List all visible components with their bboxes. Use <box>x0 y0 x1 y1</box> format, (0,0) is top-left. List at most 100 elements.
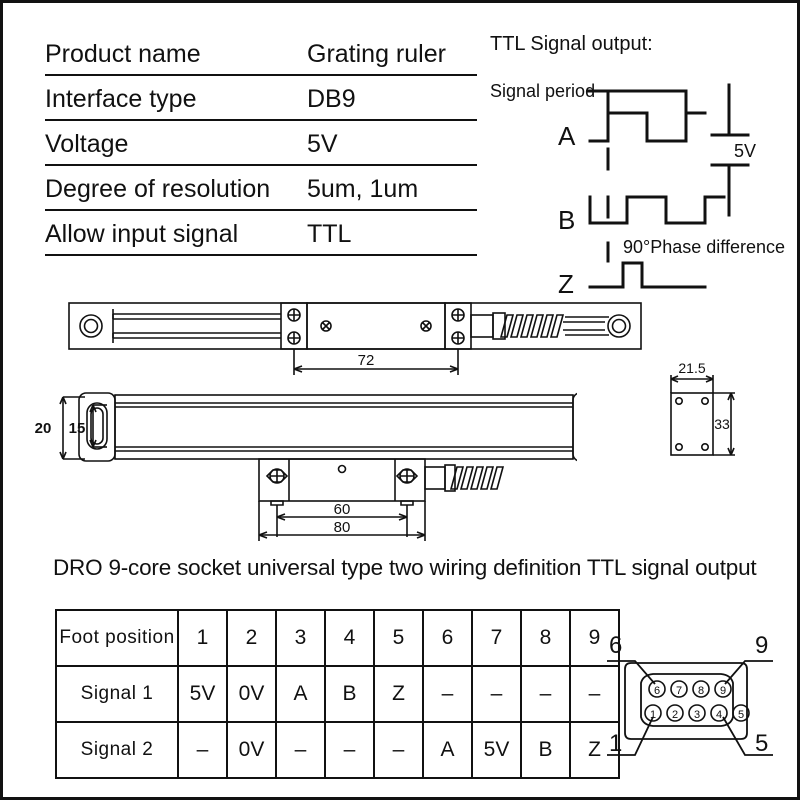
flange-screw-3-cross <box>452 309 464 321</box>
signal-cell: – <box>569 665 620 723</box>
scale-body-outline <box>68 302 642 350</box>
db9-pin-7: 7 <box>670 680 688 698</box>
dim15-arrow-bot <box>89 439 97 448</box>
endcap-hole-bl <box>674 443 683 452</box>
signal-cell: – <box>275 721 326 779</box>
spec-key: Voltage <box>45 130 129 158</box>
db9-corner-label-top-left: 6 <box>609 632 622 659</box>
channel-a-label: A <box>558 121 576 151</box>
svg-text:5: 5 <box>738 709 744 721</box>
amplitude-label: 5V <box>734 141 756 161</box>
dim-21-5-label: 21.5 <box>678 360 705 376</box>
svg-text:6: 6 <box>654 685 660 697</box>
spec-value: Grating ruler <box>307 40 446 68</box>
hex-bolt-right <box>395 468 419 484</box>
db9-bottom-row-pins: 1 2 3 4 5 <box>644 704 750 722</box>
endcap-hole-br <box>700 443 709 452</box>
db9-pin-4: 4 <box>710 704 728 722</box>
signal-cell: 0V <box>226 665 277 723</box>
signal-cell: 5V <box>471 721 522 779</box>
front-cable-spring <box>449 466 505 490</box>
signal-cell: B <box>520 721 571 779</box>
ttl-title: TTL Signal output: <box>490 33 653 55</box>
signal-cell: – <box>520 665 571 723</box>
grating-ruler-top-view: 72 <box>68 302 642 375</box>
signal-cell: – <box>471 665 522 723</box>
row-header: Signal 2 <box>55 721 179 779</box>
channel-z-label: Z <box>558 269 574 297</box>
pin-number-cell: 4 <box>324 609 375 667</box>
signal-cell: 5V <box>177 665 228 723</box>
waveform-b <box>588 195 726 225</box>
scale-bar-outline <box>114 394 574 460</box>
pin-number-cell: 7 <box>471 609 522 667</box>
waveform-z <box>588 261 707 289</box>
reader-bolt-left-cross <box>321 321 331 331</box>
hex-bolt-left <box>265 468 289 484</box>
spec-row: Degree of resolution 5um, 1um <box>45 166 477 211</box>
dim-33-label: 33 <box>714 416 730 432</box>
db9-corner-label-bottom-left: 1 <box>609 730 622 757</box>
dim-20-label: 20 <box>35 420 52 437</box>
table-row-signal-2: Signal 2 – 0V – – – A 5V B Z <box>55 721 620 779</box>
reader-bolt-left <box>320 320 332 332</box>
pin-number-cell: 5 <box>373 609 424 667</box>
spec-row: Voltage 5V <box>45 121 477 166</box>
spec-row: Interface type DB9 <box>45 76 477 121</box>
db9-pin-5: 5 <box>732 704 750 722</box>
svg-text:7: 7 <box>676 685 682 697</box>
dim215-arrow-left <box>670 375 679 383</box>
spec-key: Degree of resolution <box>45 175 271 203</box>
bolt-foot-right <box>400 500 414 506</box>
left-mount-hole-inner <box>83 318 99 334</box>
db9-shell-outline <box>624 662 748 740</box>
end-cap-plate <box>670 392 714 456</box>
db9-corner-label-bottom-right: 5 <box>755 730 768 757</box>
spec-row: Allow input signal TTL <box>45 211 477 256</box>
pin-number-cell: 3 <box>275 609 326 667</box>
spec-value: TTL <box>307 220 352 248</box>
grating-ruler-front-view: 20 15 60 80 <box>35 392 577 541</box>
leader-pin5 <box>722 716 773 756</box>
row-header: Foot position <box>55 609 179 667</box>
db9-top-row-pins: 6 7 8 9 <box>648 680 732 698</box>
db9-pin-3: 3 <box>688 704 706 722</box>
leader-pin9 <box>724 660 773 685</box>
ttl-signal-output-block: TTL Signal output: <box>490 33 790 297</box>
dim80-arrow-right <box>416 531 426 539</box>
db9-connector-pinout: 6 7 8 9 1 2 <box>607 632 773 757</box>
pin-number-cell: 9 <box>569 609 620 667</box>
dim72-arrow-left <box>293 365 303 373</box>
cable-spring-coils <box>499 314 565 338</box>
reader-head-body <box>306 302 446 350</box>
left-slot-outer <box>86 402 108 450</box>
signal-period-label: Signal period <box>490 81 595 101</box>
channel-b-label: B <box>558 205 575 235</box>
db9-cavity-outline <box>640 673 734 727</box>
dim-60-label: 60 <box>334 501 351 518</box>
pin-assignment-table: Foot position 1 2 3 4 5 6 7 8 9 Signal 1… <box>55 609 620 779</box>
dim15-arrow-top <box>89 404 97 413</box>
front-cable-gland <box>424 466 446 490</box>
svg-text:1: 1 <box>650 709 656 721</box>
ttl-waveform-diagram: Signal period A B Z 5V 90°Phase differen… <box>490 81 785 297</box>
dim60-arrow-right <box>398 513 408 521</box>
wiring-definition-heading: DRO 9-core socket universal type two wir… <box>53 555 757 580</box>
signal-cell: – <box>177 721 228 779</box>
pin-number-cell: 8 <box>520 609 571 667</box>
table-row-signal-1: Signal 1 5V 0V A B Z – – – – <box>55 665 620 723</box>
pin-number-cell: 1 <box>177 609 228 667</box>
db9-pin-9: 9 <box>714 680 732 698</box>
left-slot-inner <box>90 407 104 445</box>
spec-value: 5um, 1um <box>307 175 419 203</box>
waveform-a <box>588 111 707 143</box>
dim215-arrow-right <box>705 375 714 383</box>
dim-80-label: 80 <box>334 519 351 536</box>
signal-cell: – <box>324 721 375 779</box>
bolt-foot-left <box>270 500 284 506</box>
dim-72-label: 72 <box>358 352 375 369</box>
signal-cell: 0V <box>226 721 277 779</box>
left-mount-hole-outer <box>79 314 103 338</box>
spec-value: 5V <box>307 130 338 158</box>
